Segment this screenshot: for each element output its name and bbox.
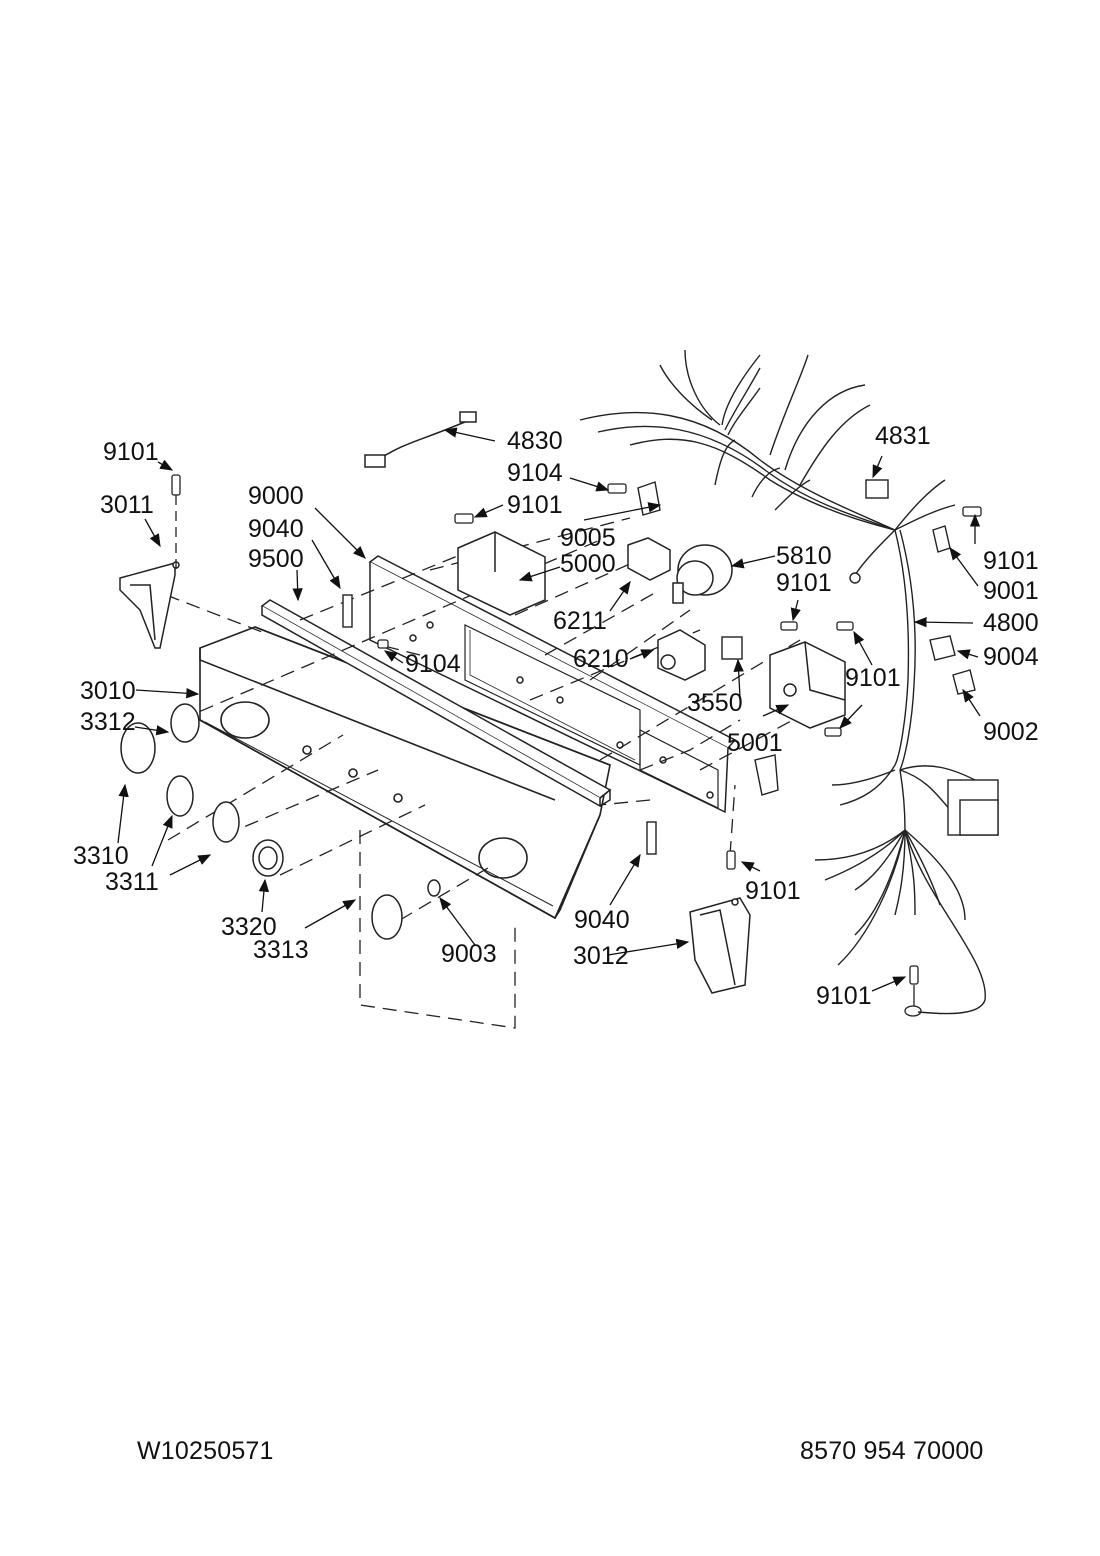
callout-5810: 5810 bbox=[776, 542, 832, 570]
board-5000 bbox=[457, 531, 546, 616]
callout-9002: 9002 bbox=[983, 718, 1039, 746]
callout-3012: 3012 bbox=[573, 942, 629, 970]
callout-9101-c: 9101 bbox=[776, 569, 832, 597]
callout-9101-g: 9101 bbox=[816, 982, 872, 1010]
callout-5001: 5001 bbox=[727, 729, 783, 757]
wire-4830 bbox=[364, 411, 477, 468]
callout-3311: 3311 bbox=[105, 868, 159, 896]
callout-9101-a: 9101 bbox=[103, 438, 159, 466]
callout-4831: 4831 bbox=[875, 422, 931, 450]
callout-3310: 3310 bbox=[73, 842, 129, 870]
callout-9040-a: 9040 bbox=[248, 515, 304, 543]
callout-3010: 3010 bbox=[80, 677, 136, 705]
callout-5000: 5000 bbox=[560, 550, 616, 578]
selector-5810 bbox=[672, 544, 733, 604]
callout-9500: 9500 bbox=[248, 545, 304, 573]
callout-9104-b: 9104 bbox=[405, 650, 461, 678]
bracket-9500 bbox=[260, 599, 612, 808]
back-panel-9000 bbox=[368, 555, 737, 814]
console-panel-3010 bbox=[199, 626, 611, 920]
end-cap-3011 bbox=[119, 561, 180, 649]
callout-9101-f: 9101 bbox=[745, 877, 801, 905]
callout-9101-b: 9101 bbox=[507, 491, 563, 519]
callout-9040-b: 9040 bbox=[574, 906, 630, 934]
timer-5001 bbox=[769, 641, 846, 729]
callout-6210: 6210 bbox=[573, 645, 629, 673]
switch-6210 bbox=[657, 629, 706, 681]
knobs bbox=[120, 703, 441, 940]
callout-9004: 9004 bbox=[983, 643, 1039, 671]
screws bbox=[171, 474, 982, 1017]
callout-4800: 4800 bbox=[983, 609, 1039, 637]
callout-6211: 6211 bbox=[553, 607, 607, 635]
callout-3011: 3011 bbox=[100, 491, 154, 519]
callout-arrows bbox=[117, 427, 981, 992]
spacers-9040 bbox=[342, 594, 657, 855]
clip-3550 bbox=[721, 636, 743, 660]
model-number: 8570 954 70000 bbox=[800, 1437, 984, 1465]
callout-4830: 4830 bbox=[507, 427, 563, 455]
callout-9000: 9000 bbox=[248, 482, 304, 510]
callout-9005: 9005 bbox=[560, 524, 616, 552]
switch-6211 bbox=[627, 537, 671, 581]
callout-9101-e: 9101 bbox=[845, 664, 901, 692]
callout-9001: 9001 bbox=[983, 577, 1039, 605]
end-cap-3012 bbox=[689, 897, 751, 994]
wire-harness-4800 bbox=[579, 349, 999, 1015]
callout-9104-a: 9104 bbox=[507, 459, 563, 487]
callout-3313: 3313 bbox=[253, 936, 309, 964]
callout-9003: 9003 bbox=[441, 940, 497, 968]
callout-3312: 3312 bbox=[80, 708, 136, 736]
callout-3550: 3550 bbox=[687, 689, 743, 717]
part-labels: 9101 3011 9000 9040 9500 4830 9104 9101 … bbox=[73, 422, 1039, 1010]
callout-9101-d: 9101 bbox=[983, 547, 1039, 575]
callout-3320: 3320 bbox=[221, 913, 277, 941]
document-number: W10250571 bbox=[137, 1437, 274, 1465]
